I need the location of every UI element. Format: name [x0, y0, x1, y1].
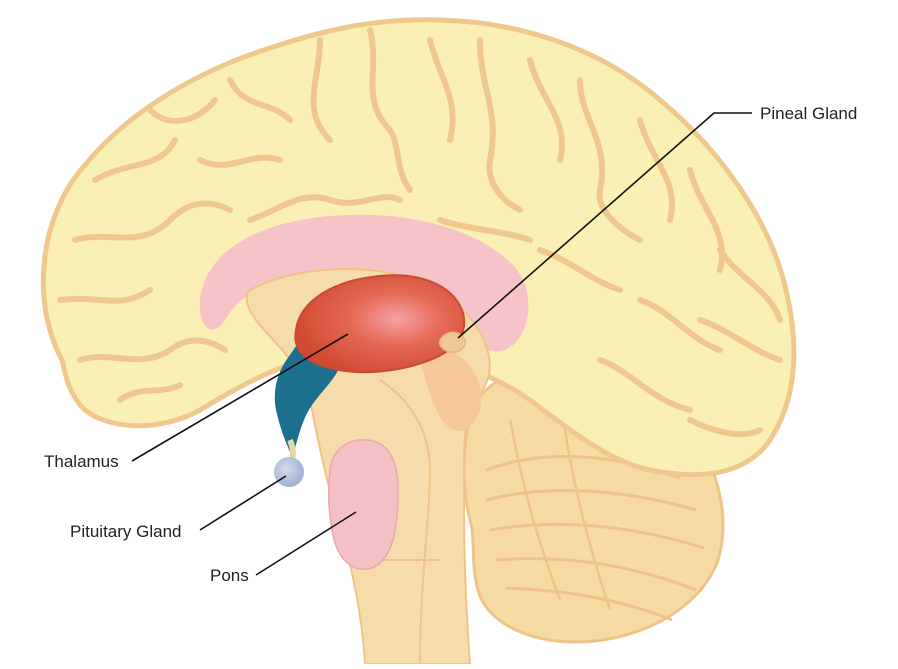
corpus-callosum — [199, 214, 529, 352]
leader-lines — [131, 112, 752, 576]
label-pineal-gland: Pineal Gland — [760, 104, 857, 123]
thalamus — [294, 274, 466, 374]
sulci — [57, 27, 783, 438]
pons — [327, 439, 399, 570]
label-thalamus: Thalamus — [44, 452, 119, 471]
label-pons: Pons — [210, 566, 249, 585]
leader-line-thalamus — [131, 333, 349, 462]
leader-line-pituitary — [199, 475, 287, 531]
leader-line-pineal — [457, 112, 752, 339]
leader-line-pons — [255, 511, 357, 576]
label-pituitary-gland: Pituitary Gland — [70, 522, 182, 541]
